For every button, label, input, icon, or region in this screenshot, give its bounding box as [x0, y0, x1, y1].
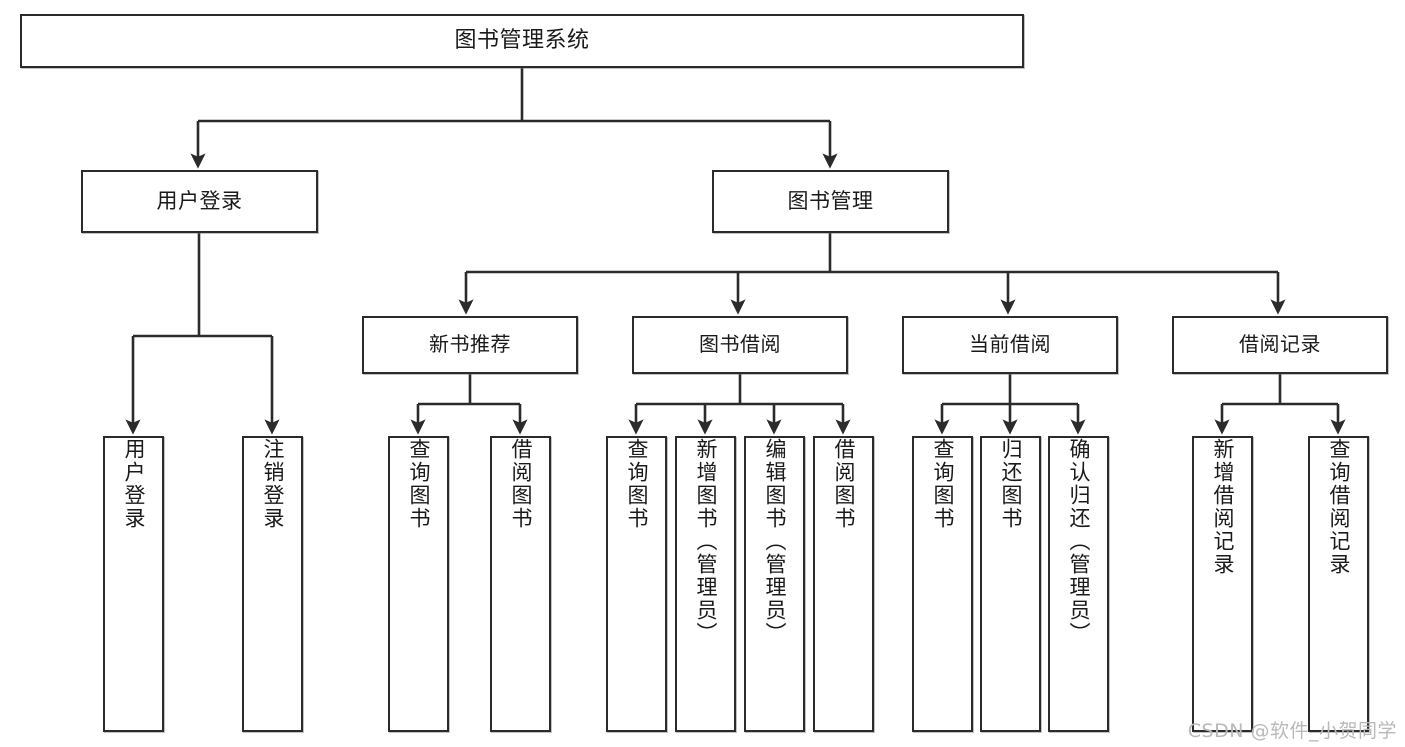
leaf-edit-book-admin[interactable]: 编辑图书（管理员） — [744, 436, 805, 732]
leaf-current-query-book[interactable]: 查询图书 — [912, 436, 973, 732]
leaf-return-book[interactable]: 归还图书 — [980, 436, 1041, 732]
node-label: 图书管理系统 — [454, 28, 590, 54]
leaf-query-borrow-record[interactable]: 查询借阅记录 — [1308, 436, 1369, 732]
node-label: 查询图书 — [407, 438, 431, 530]
leaf-add-book-admin[interactable]: 新增图书（管理员） — [675, 436, 736, 732]
node-label: 查询图书 — [625, 438, 649, 530]
leaf-borrow-book[interactable]: 借阅图书 — [813, 436, 874, 732]
node-label: 用户登录 — [156, 189, 243, 214]
leaf-recommend-query-book[interactable]: 查询图书 — [388, 436, 449, 732]
node-label: 注销登录 — [261, 438, 285, 530]
node-label: 新增图书（管理员） — [694, 438, 718, 645]
node-label: 图书管理 — [787, 189, 874, 214]
node-user-login[interactable]: 用户登录 — [81, 170, 318, 233]
node-label: 查询借阅记录 — [1327, 438, 1351, 576]
leaf-recommend-borrow-book[interactable]: 借阅图书 — [490, 436, 551, 732]
watermark-text: CSDN @软件_小贺同学 — [1187, 720, 1397, 742]
node-label: 确认归还（管理员） — [1067, 438, 1091, 645]
leaf-add-borrow-record[interactable]: 新增借阅记录 — [1192, 436, 1253, 732]
node-label: 归还图书 — [999, 438, 1023, 530]
leaf-borrow-query-book[interactable]: 查询图书 — [606, 436, 667, 732]
node-label: 编辑图书（管理员） — [763, 438, 787, 645]
node-book-borrow[interactable]: 图书借阅 — [632, 316, 848, 374]
node-label: 图书借阅 — [699, 332, 781, 357]
node-borrow-record[interactable]: 借阅记录 — [1172, 316, 1388, 374]
node-label: 借阅图书 — [832, 438, 856, 530]
node-book-management[interactable]: 图书管理 — [712, 170, 949, 233]
node-new-book-recommend[interactable]: 新书推荐 — [362, 316, 578, 374]
node-label: 新书推荐 — [429, 332, 511, 357]
leaf-user-login[interactable]: 用户登录 — [103, 436, 164, 732]
node-current-borrow[interactable]: 当前借阅 — [902, 316, 1118, 374]
node-root-book-management-system[interactable]: 图书管理系统 — [20, 14, 1024, 68]
node-label: 借阅图书 — [509, 438, 533, 530]
leaf-confirm-return-admin[interactable]: 确认归还（管理员） — [1048, 436, 1109, 732]
node-label: 查询图书 — [931, 438, 955, 530]
leaf-logout[interactable]: 注销登录 — [242, 436, 303, 732]
node-label: 借阅记录 — [1239, 332, 1321, 357]
node-label: 新增借阅记录 — [1211, 438, 1235, 576]
node-label: 当前借阅 — [969, 332, 1051, 357]
node-label: 用户登录 — [122, 438, 146, 530]
